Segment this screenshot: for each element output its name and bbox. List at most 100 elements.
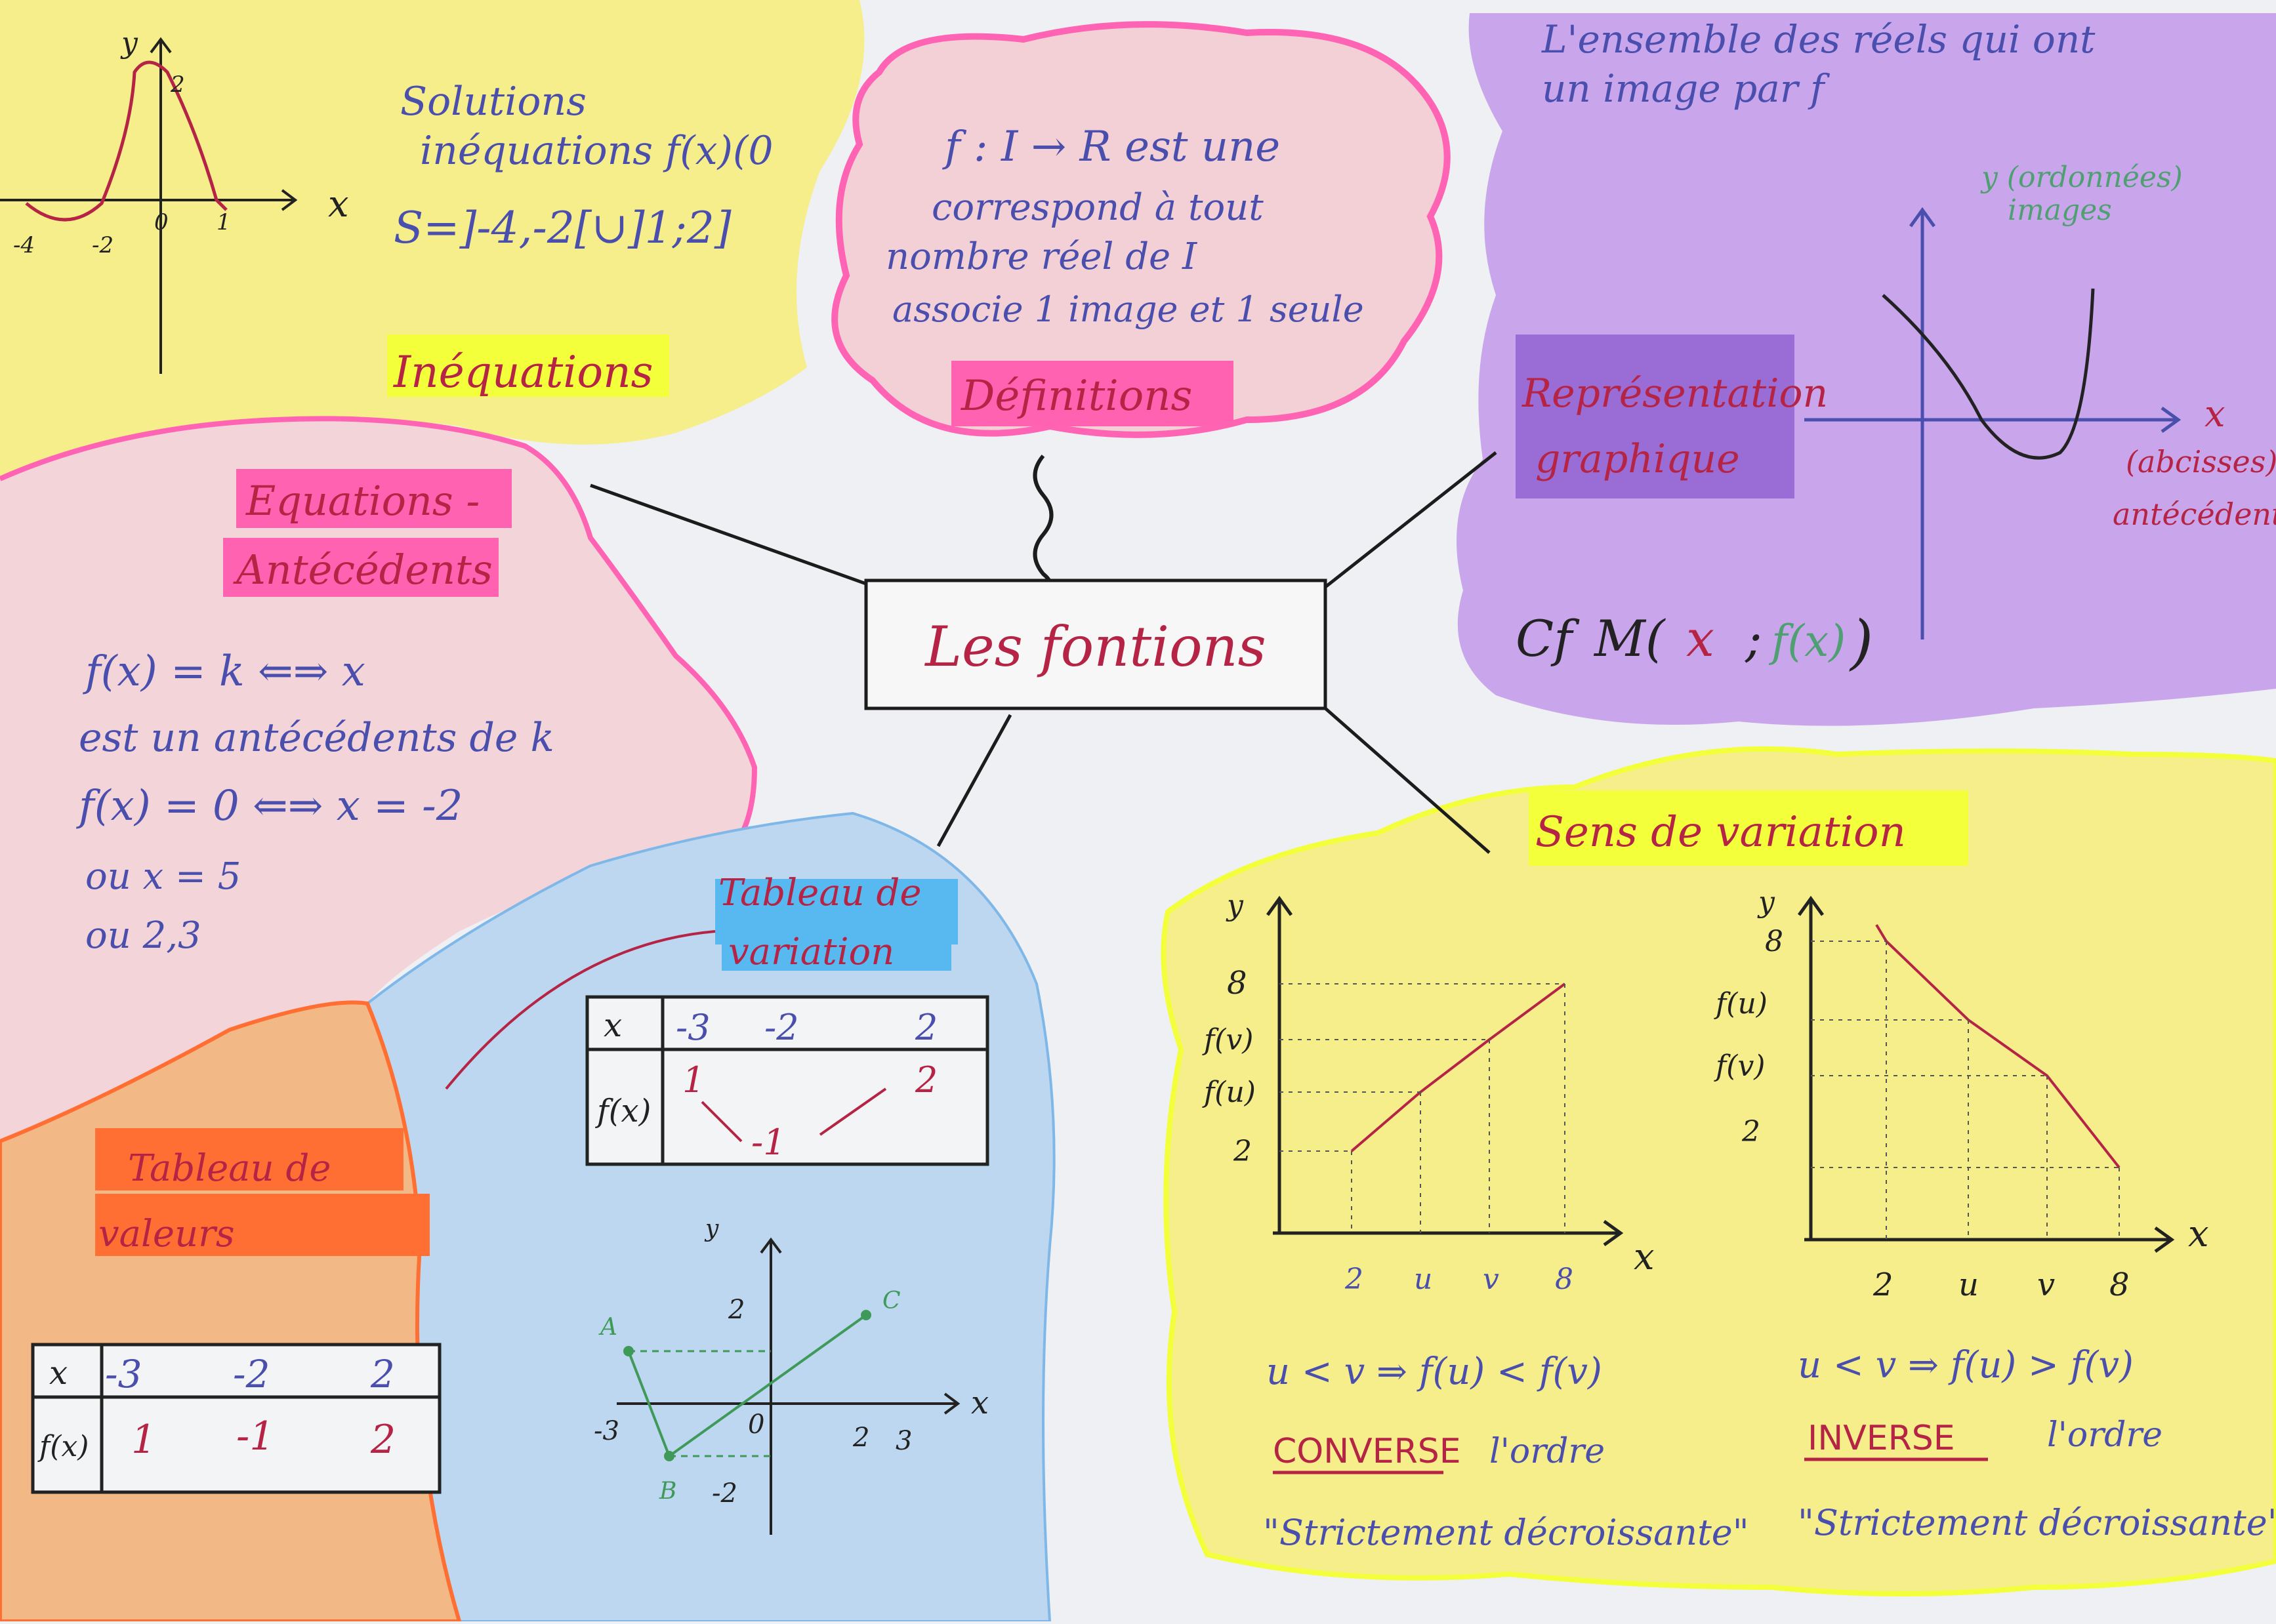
def-line2: correspond à tout <box>932 186 1264 229</box>
ineq-y-arrow <box>150 37 172 54</box>
eq-line2: est un antécédents de k <box>79 715 554 761</box>
tv-graph-tick-3: 3 <box>896 1426 912 1456</box>
definitions-cloud <box>831 21 1451 438</box>
sv-left-ytick-fv: f(v) <box>1202 1023 1253 1057</box>
ineq-tick-2: 2 <box>170 71 185 98</box>
sv-right-quote: "Strictement décroissante" <box>1798 1502 2276 1543</box>
tv-x-1: -2 <box>764 1007 799 1048</box>
sv-left-line <box>1350 983 1566 1152</box>
def-line1: f : I → R est une <box>942 123 1280 171</box>
ineq-x-arrow <box>281 189 298 211</box>
def-label: Définitions <box>961 372 1192 420</box>
repr-label-line2: graphique <box>1535 436 1740 482</box>
tv-graph-axis-x-label: x <box>971 1385 989 1421</box>
eq-label-line2: Antécédents <box>233 546 493 594</box>
sv-right-keyword: INVERSE <box>1808 1419 1955 1458</box>
sv-left-axis-y-label: y <box>1226 889 1244 922</box>
ineq-text-line1: Solutions <box>400 79 587 125</box>
sv-right-xtick-u: u <box>1958 1267 1979 1303</box>
tv-label-line2: variation <box>728 931 894 973</box>
ineq-curve <box>25 60 228 222</box>
repr-formula-cf: Cf <box>1516 609 1580 668</box>
tval-row1-head: x <box>49 1354 68 1392</box>
ineq-tick-0: 0 <box>154 209 169 235</box>
sv-left-graph: y x 8 f(v) f(u) 2 2 u v 8 <box>1202 889 1655 1296</box>
tv-table: x f(x) -3 -2 2 1 -1 2 <box>585 995 989 1166</box>
eq-line4: ou x = 5 <box>85 855 241 898</box>
repr-curve <box>1882 288 2095 460</box>
sv-left-quote: "Strictement décroissante" <box>1263 1512 1749 1553</box>
tv-point-b-label: B <box>659 1478 676 1505</box>
sv-right-xtick-v: v <box>2037 1267 2055 1303</box>
ineq-solution: S=]-4,-2[∪]1;2] <box>394 203 732 253</box>
repr-y-line1: y (ordonnées) <box>1980 161 2183 194</box>
tval-row2-head: f(x) <box>37 1430 89 1463</box>
repr-x-line1: (abcisses) <box>2126 444 2276 479</box>
repr-formula-end: ) <box>1849 608 1873 677</box>
tv-graph-x-arrow <box>943 1392 961 1415</box>
tval-label-highlight-2 <box>95 1194 430 1256</box>
tv-point-a <box>623 1346 634 1356</box>
tval-x-0: -3 <box>105 1352 142 1396</box>
tv-row1-head: x <box>604 1006 622 1044</box>
sv-left-xtick-2: 2 <box>1344 1263 1363 1296</box>
tv-graph-axis-y-label: y <box>704 1215 719 1242</box>
tval-f-0: 1 <box>131 1417 156 1463</box>
def-line3: nombre réel de I <box>886 235 1198 278</box>
tv-f-0: 1 <box>682 1059 705 1101</box>
repr-top-line1: L'ensemble des réels qui ont <box>1541 17 2096 62</box>
sv-right-axis-x-label: x <box>2188 1213 2209 1255</box>
inequations-graph: x y -4 -2 0 1 2 <box>0 26 349 374</box>
sv-label: Sens de variation <box>1535 808 1906 857</box>
repr-top-line2: un image par f <box>1542 66 1831 111</box>
center-title: Les fontions <box>924 615 1266 679</box>
repr-graph <box>1804 207 2182 639</box>
tval-x-1: -2 <box>233 1352 270 1396</box>
sv-right-ytick-2: 2 <box>1741 1115 1760 1148</box>
def-label-highlight <box>951 361 1233 426</box>
tval-f-2: 2 <box>370 1417 396 1463</box>
tv-label-line1: Tableau de <box>718 872 922 914</box>
tval-x-2: 2 <box>370 1352 395 1396</box>
tv-graph: A B C x y -3 0 2 3 2 -2 <box>594 1215 989 1535</box>
tv-row2-head: f(x) <box>595 1093 651 1129</box>
equations-region-border <box>0 416 758 855</box>
sv-left-x-arrow <box>1603 1219 1624 1247</box>
tv-arrow-up <box>819 1087 887 1136</box>
tv-point-c <box>861 1310 871 1320</box>
eq-line1: f(x) = k ⇐⇒ x <box>83 647 365 696</box>
sv-left-ytick-2: 2 <box>1233 1135 1252 1168</box>
ineq-axis-x-label: x <box>328 183 349 226</box>
repr-formula-x: x <box>1686 609 1714 668</box>
ineq-label-highlight <box>387 335 669 397</box>
tval-label-highlight-1 <box>95 1128 403 1190</box>
sv-right-xtick-8: 8 <box>2109 1267 2130 1303</box>
sv-right-axis-y-label: y <box>1757 885 1775 919</box>
repr-x-line2: antécédents <box>2113 497 2276 532</box>
tv-point-b <box>664 1451 674 1461</box>
tv-graph-tick-y2: 2 <box>728 1295 745 1325</box>
sv-right-ytick-fu: f(u) <box>1714 987 1768 1021</box>
repr-label-line1: Représentation <box>1521 371 1828 416</box>
tval-label-line2: valeurs <box>98 1213 235 1255</box>
repr-formula: Cf M( x ; f(x) ) <box>1516 608 1873 677</box>
tv-graph-tick-0: 0 <box>748 1410 764 1440</box>
sv-right-ytick-fv: f(v) <box>1714 1049 1765 1083</box>
eq-label-highlight-1 <box>236 469 512 528</box>
tv-f-1: -1 <box>751 1122 786 1163</box>
sv-left-ytick-8: 8 <box>1227 965 1247 1002</box>
sv-left-y-arrow <box>1266 895 1293 916</box>
sv-right-y-arrow <box>1797 895 1825 916</box>
sv-left-axis-x-label: x <box>1634 1236 1655 1278</box>
tv-graph-tick-y-minus2: -2 <box>712 1478 737 1509</box>
tval-f-1: -1 <box>236 1413 274 1459</box>
sv-left-keyword: CONVERSE <box>1273 1432 1461 1471</box>
ineq-text-line2: inéquations f(x)(0 <box>420 128 774 174</box>
sens-variation-region <box>1161 746 2276 1596</box>
tv-graph-y-arrow <box>760 1237 782 1254</box>
eq-label-highlight-2 <box>223 538 499 597</box>
eq-line3: f(x) = 0 ⇐⇒ x = -2 <box>76 782 463 830</box>
repr-x-axis-label: x <box>2204 393 2225 436</box>
